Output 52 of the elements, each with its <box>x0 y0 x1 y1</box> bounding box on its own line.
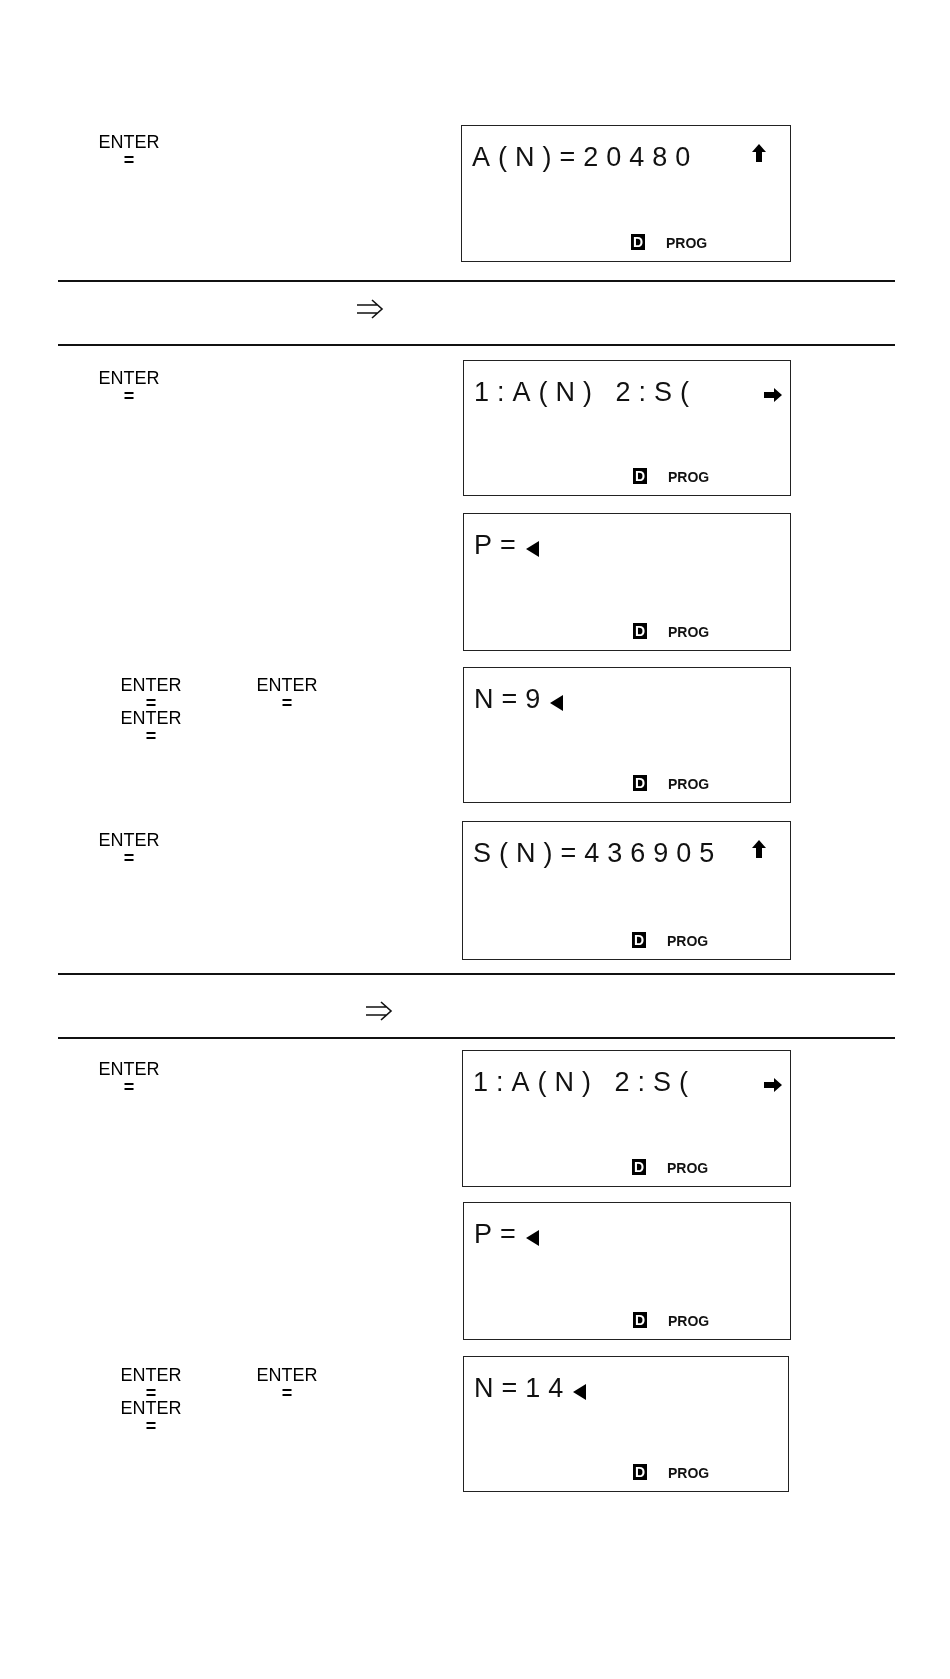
lcd-screen <box>461 125 791 262</box>
mode-indicator: D <box>632 1159 647 1175</box>
key-label: ENTER <box>256 1366 318 1384</box>
lcd-screen <box>463 360 791 496</box>
mode-indicator: D <box>632 932 647 948</box>
key-label: = <box>123 1080 135 1094</box>
key-label: ENTER <box>120 1399 182 1417</box>
key-label: = <box>123 851 135 865</box>
display-text: S(N)=436905 <box>473 838 723 869</box>
key-label: ENTER <box>98 369 160 387</box>
mode-indicator: PROG <box>668 624 710 640</box>
key-label: ENTER <box>120 1366 182 1384</box>
display-text: P= <box>474 1219 524 1250</box>
mode-indicator: PROG <box>668 1313 710 1329</box>
key-label: ENTER <box>120 709 182 727</box>
display-text: N=14 <box>474 1373 572 1404</box>
display-text: 1:A(N) 2:S( <box>474 377 698 408</box>
mode-indicator: D <box>631 234 646 250</box>
mode-indicator: D <box>633 775 648 791</box>
key-label: = <box>145 1419 157 1433</box>
key-label: ENTER <box>256 676 318 694</box>
lcd-screen <box>463 513 791 651</box>
lcd-screen <box>463 1356 789 1492</box>
key-label: = <box>123 153 135 167</box>
mode-indicator: D <box>633 468 648 484</box>
lcd-screen <box>463 1202 791 1340</box>
key-label: ENTER <box>120 676 182 694</box>
display-text: 1:A(N) 2:S( <box>473 1067 697 1098</box>
key-label: ENTER <box>98 133 160 151</box>
lcd-screen <box>462 821 791 960</box>
key-label: = <box>281 1386 293 1400</box>
mode-indicator: PROG <box>667 933 709 949</box>
key-label: = <box>145 729 157 743</box>
display-text: A(N)=20480 <box>472 142 699 173</box>
key-label: = <box>145 696 157 710</box>
key-label: = <box>281 696 293 710</box>
mode-indicator: D <box>633 1312 648 1328</box>
mode-indicator: PROG <box>667 1160 709 1176</box>
key-label: = <box>123 389 135 403</box>
mode-indicator: PROG <box>668 469 710 485</box>
display-text: P= <box>474 530 524 561</box>
key-label: = <box>145 1386 157 1400</box>
key-label: ENTER <box>98 831 160 849</box>
mode-indicator: PROG <box>668 776 710 792</box>
mode-indicator: PROG <box>666 235 708 251</box>
key-label: ENTER <box>98 1060 160 1078</box>
mode-indicator: D <box>633 1464 648 1480</box>
lcd-screen <box>462 1050 791 1187</box>
mode-indicator: D <box>633 623 648 639</box>
mode-indicator: PROG <box>668 1465 710 1481</box>
display-text: N=9 <box>474 684 549 715</box>
lcd-screen <box>463 667 791 803</box>
